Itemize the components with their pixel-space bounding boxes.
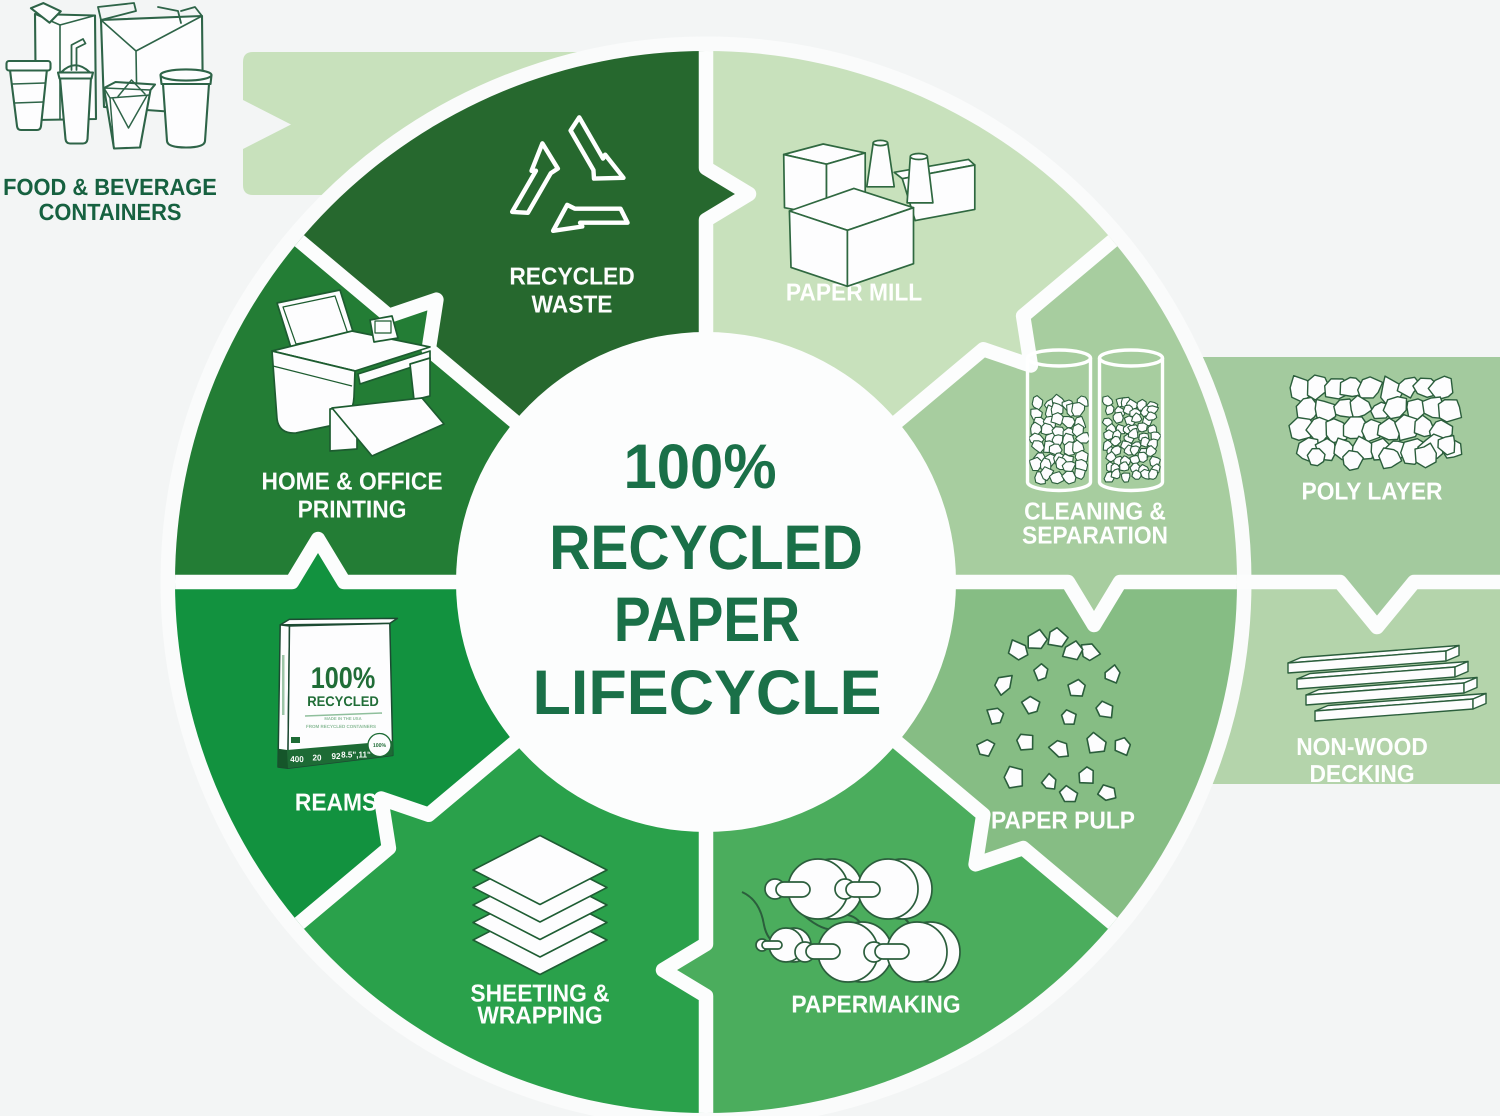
svg-text:RECYCLED: RECYCLED bbox=[307, 693, 379, 709]
svg-text:100%: 100% bbox=[373, 743, 386, 749]
svg-text:POLY LAYER: POLY LAYER bbox=[1302, 479, 1443, 506]
svg-text:SEPARATION: SEPARATION bbox=[1022, 523, 1168, 550]
svg-text:92: 92 bbox=[332, 751, 341, 761]
svg-text:8.5",11": 8.5",11" bbox=[341, 750, 371, 760]
svg-text:PAPER PULP: PAPER PULP bbox=[991, 808, 1135, 835]
svg-text:CONTAINERS: CONTAINERS bbox=[39, 199, 182, 225]
svg-text:LIFECYCLE: LIFECYCLE bbox=[533, 658, 882, 728]
svg-text:HOME & OFFICE: HOME & OFFICE bbox=[261, 469, 442, 496]
svg-text:100%: 100% bbox=[311, 662, 375, 695]
svg-text:RECYCLED: RECYCLED bbox=[509, 264, 634, 291]
svg-text:CLEANING &: CLEANING & bbox=[1024, 499, 1166, 526]
svg-text:FOOD & BEVERAGE: FOOD & BEVERAGE bbox=[3, 174, 217, 200]
svg-text:NON-WOOD: NON-WOOD bbox=[1296, 734, 1428, 761]
svg-text:REAMS: REAMS bbox=[295, 790, 377, 817]
svg-text:MADE IN THE USA: MADE IN THE USA bbox=[324, 716, 361, 721]
svg-text:SHEETING &: SHEETING & bbox=[470, 981, 609, 1008]
svg-text:DECKING: DECKING bbox=[1309, 761, 1414, 788]
svg-text:FROM RECYCLED CONTAINERS: FROM RECYCLED CONTAINERS bbox=[306, 724, 376, 729]
svg-text:PRINTING: PRINTING bbox=[298, 497, 407, 524]
svg-text:WRAPPING: WRAPPING bbox=[477, 1003, 602, 1030]
svg-text:PAPER: PAPER bbox=[614, 585, 800, 655]
svg-text:400: 400 bbox=[290, 754, 304, 764]
svg-text:WASTE: WASTE bbox=[531, 292, 612, 319]
svg-text:20: 20 bbox=[313, 753, 322, 763]
svg-text:RECYCLED: RECYCLED bbox=[549, 513, 863, 583]
svg-text:100%: 100% bbox=[623, 432, 776, 502]
svg-text:PAPERMAKING: PAPERMAKING bbox=[791, 992, 960, 1019]
